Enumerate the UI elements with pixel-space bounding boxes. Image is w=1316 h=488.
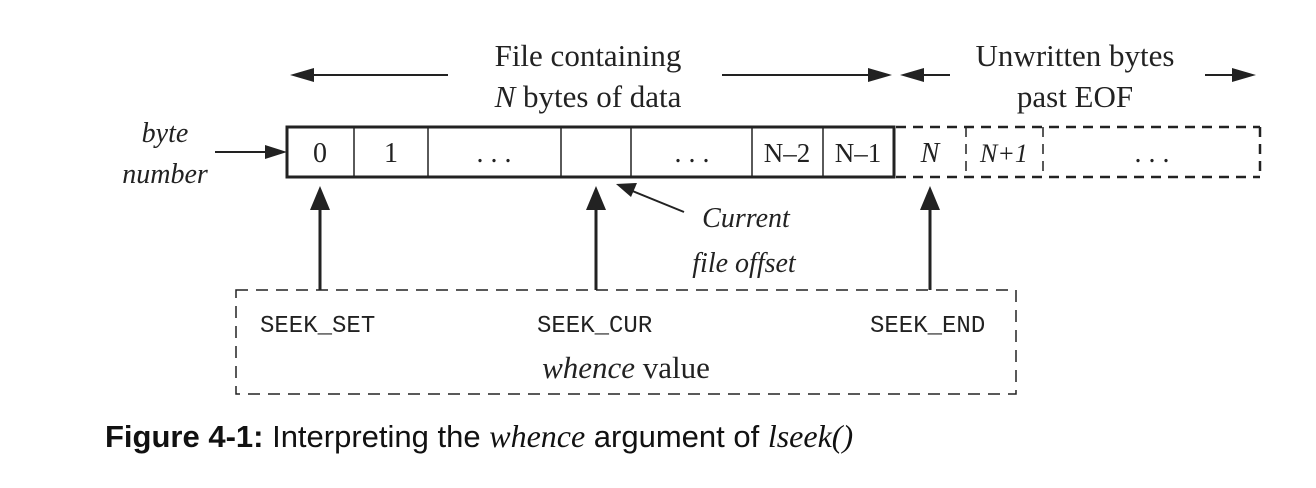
- seek-cur-arrowhead: [586, 186, 606, 210]
- byte-cell-1: 1: [384, 138, 398, 169]
- byte-label: byte: [142, 118, 189, 149]
- file-span-arrow: [290, 68, 892, 82]
- current-offset-arrow: [616, 183, 685, 213]
- past-eof-label: past EOF: [1017, 79, 1133, 114]
- file-offset-label: file offset: [692, 248, 797, 279]
- number-label: number: [122, 159, 208, 190]
- current-label: Current: [702, 203, 791, 234]
- whence-box: [235, 289, 1017, 395]
- past-eof-bytes: [896, 125, 1262, 179]
- seek-end-arrowhead: [920, 186, 940, 210]
- caption-whence: whence: [489, 418, 586, 454]
- byte-cell-0: 0: [313, 138, 327, 169]
- file-bytes-box: [285, 125, 896, 179]
- byte-cell-n-minus-1: N–1: [835, 138, 882, 168]
- byte-cell-n: N: [920, 138, 941, 169]
- byte-cell-n-plus-1: N+1: [979, 139, 1028, 168]
- unwritten-span-arrow: [900, 68, 1256, 82]
- byte-number-arrow: [215, 145, 287, 159]
- figure-caption: Figure 4-1: Interpreting the whence argu…: [105, 418, 853, 455]
- seek-set-label: SEEK_SET: [260, 313, 375, 340]
- unwritten-bytes-label: Unwritten bytes: [976, 38, 1175, 73]
- caption-function: lseek(): [767, 418, 854, 454]
- file-bytes: [285, 125, 896, 179]
- seek-cur-label: SEEK_CUR: [537, 313, 652, 340]
- whence-arrows: [310, 186, 940, 290]
- byte-cell-n-minus-2: N–2: [764, 138, 811, 168]
- caption-text-2: argument of: [585, 419, 768, 454]
- n-bytes-label: N bytes of data: [494, 79, 682, 114]
- byte-cell-ellipsis-2: . . .: [675, 138, 710, 169]
- seek-set-arrowhead: [310, 186, 330, 210]
- figure-label: Figure 4-1:: [105, 419, 264, 454]
- byte-cell-ellipsis-3: . . .: [1135, 138, 1170, 169]
- whence-value-label: whence value: [542, 350, 710, 385]
- caption-text-1: Interpreting the: [263, 419, 490, 454]
- seek-end-label: SEEK_END: [870, 313, 985, 340]
- byte-cell-ellipsis-1: . . .: [477, 138, 512, 169]
- file-containing-label: File containing: [495, 38, 682, 73]
